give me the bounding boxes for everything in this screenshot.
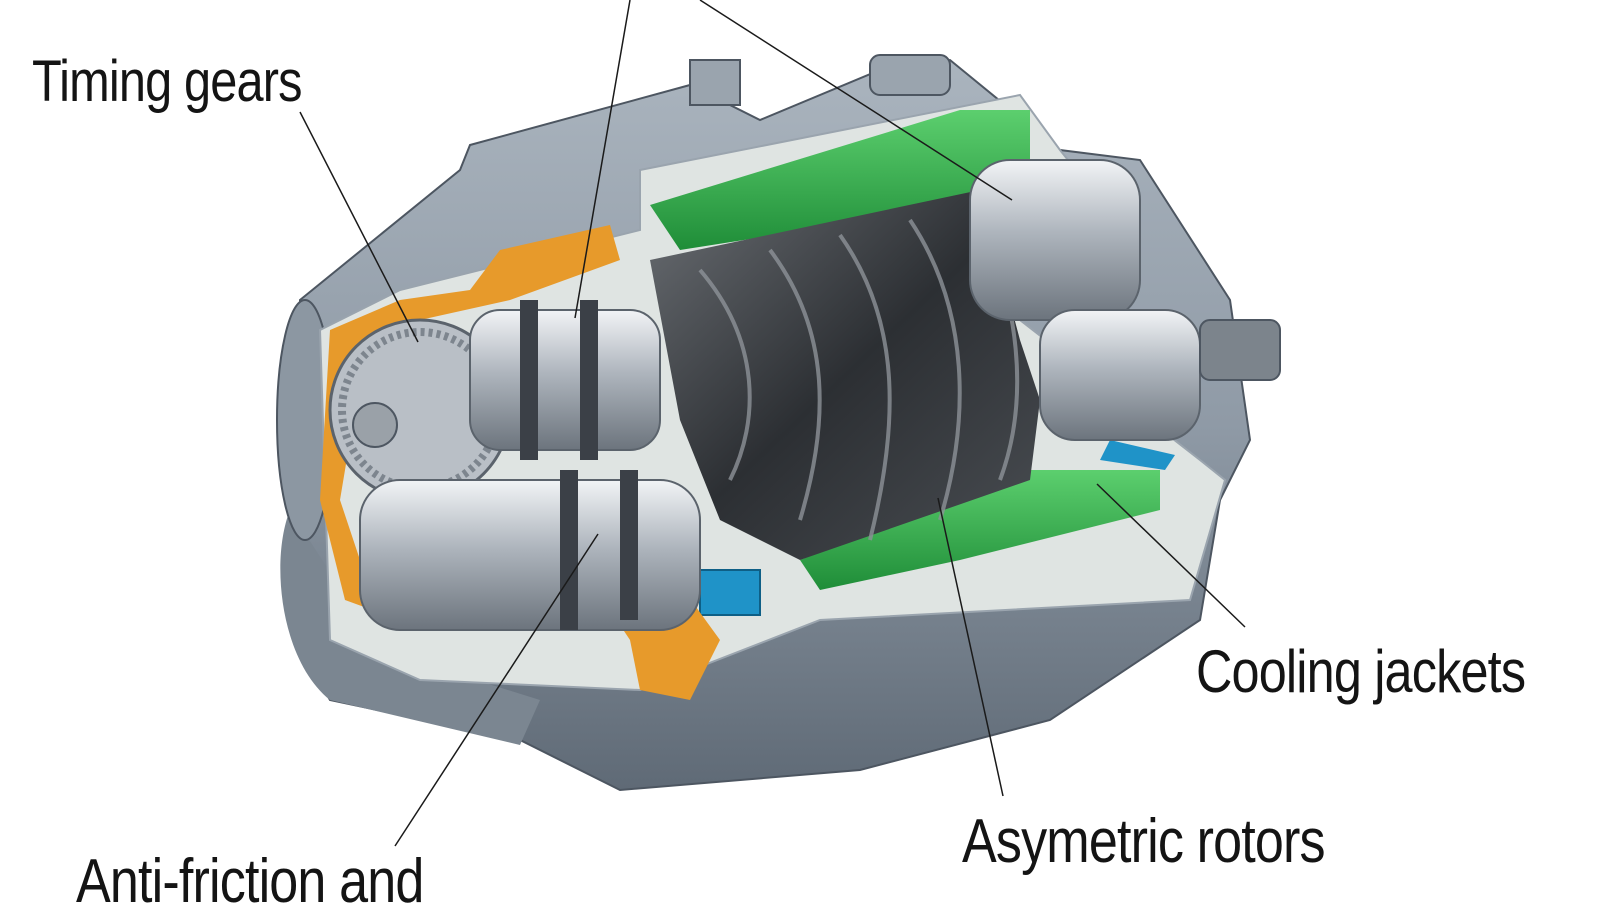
leader-lines [299,0,1246,847]
leader-cooling-jackets [1096,483,1246,628]
water-channel [699,440,1175,616]
leader-asymetric-rotors [937,497,1004,797]
callout-cooling-jackets: Cooling jackets [1196,638,1526,705]
leader-upper-callout-a [574,0,631,319]
callout-anti-friction: Anti-friction and [76,847,424,916]
callout-asymetric-rotors: Asymetric rotors [962,807,1326,876]
upper-bearing-shaft [469,300,661,460]
cooling-jacket-top [650,110,1030,250]
cooling-jacket-bottom [800,470,1160,590]
leader-upper-callout-b [699,0,1013,201]
callout-timing-gears: Timing gears [32,49,303,114]
leader-anti-friction [394,533,599,847]
leader-timing-gears [299,111,419,343]
screw-rotors [650,190,1040,560]
discharge-bearing-shaft [969,159,1281,441]
lower-bearing-shaft [359,470,701,631]
